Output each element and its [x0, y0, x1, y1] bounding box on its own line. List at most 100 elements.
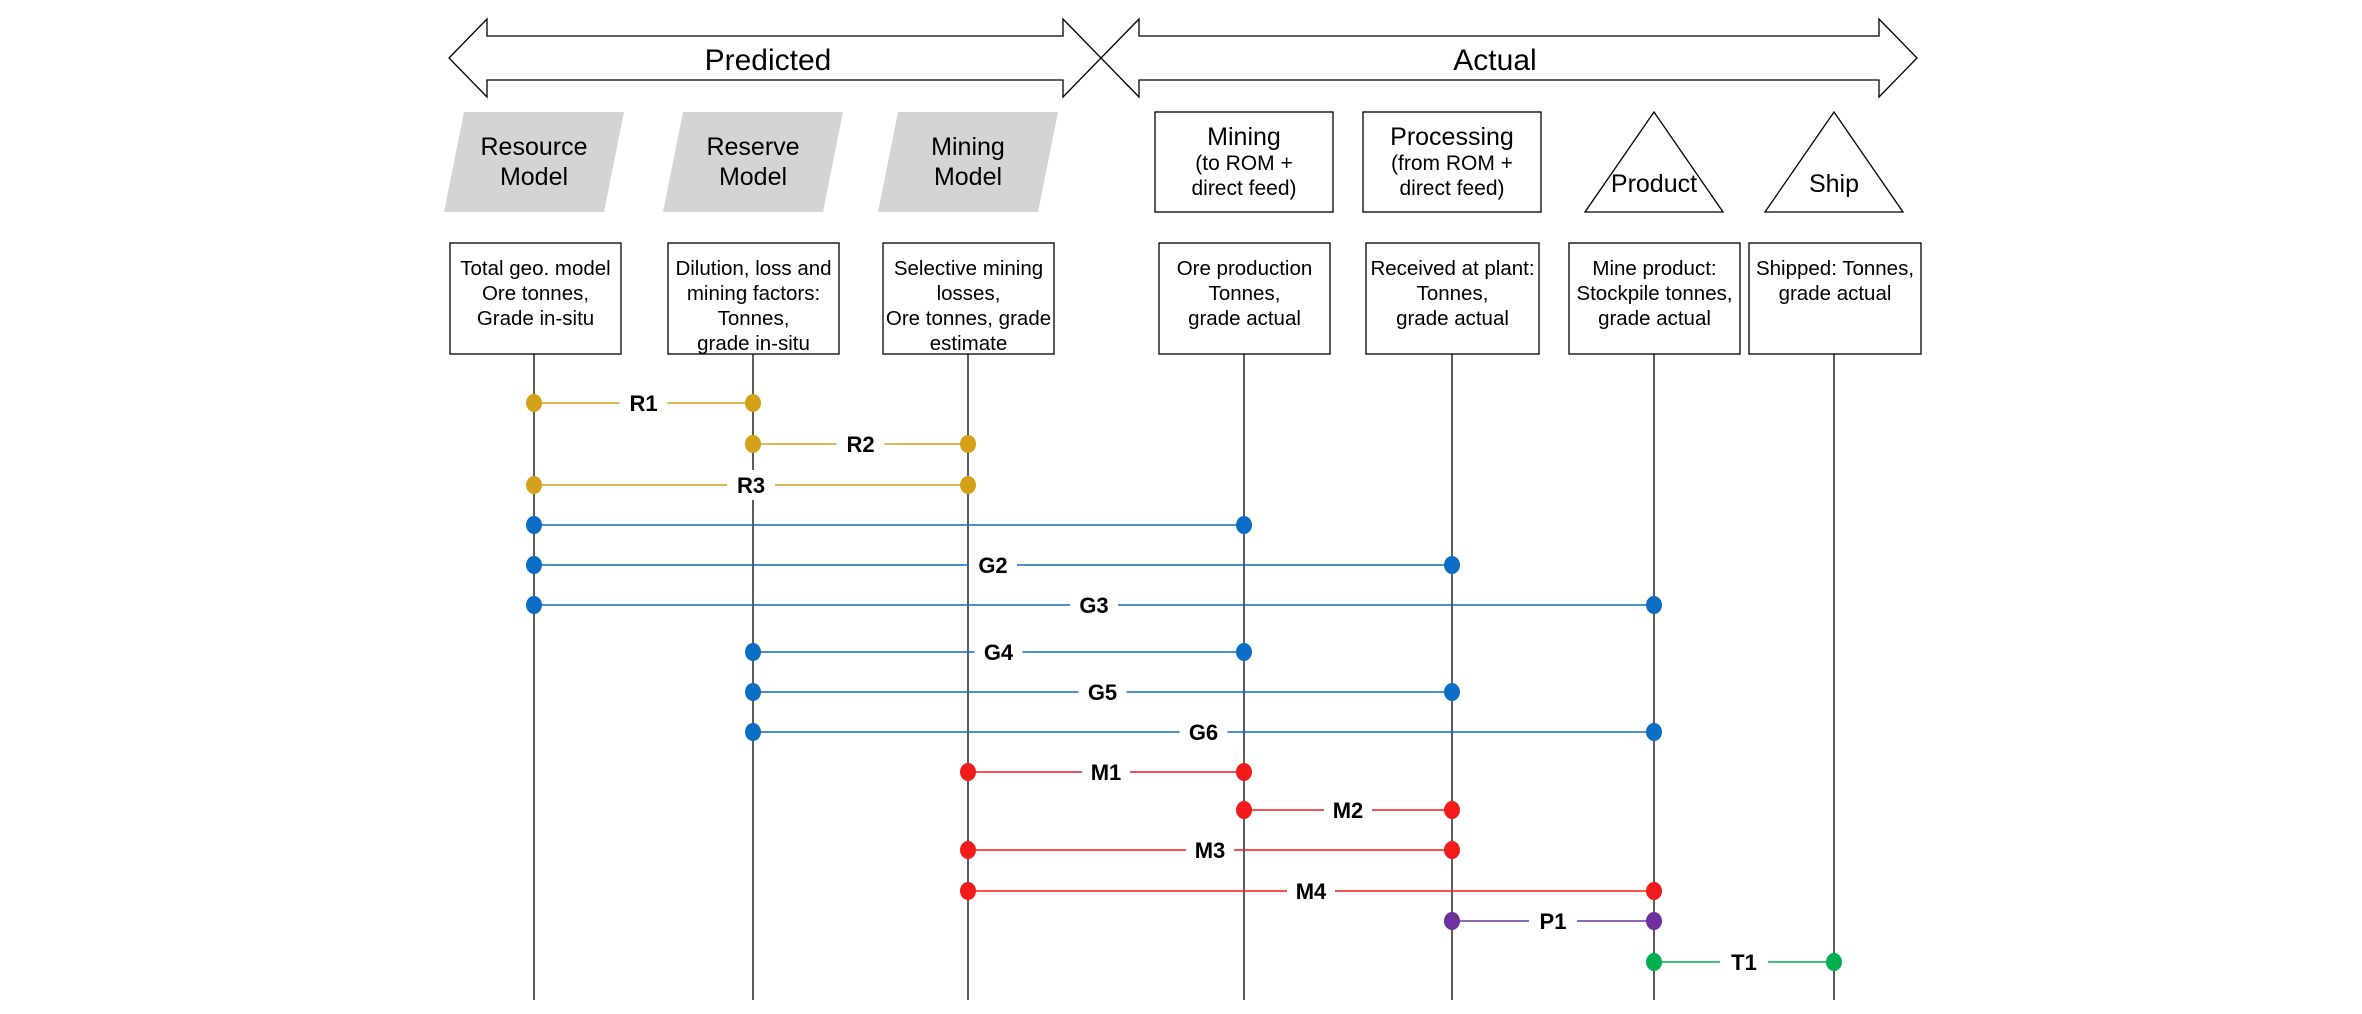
resource-model-shape: [444, 112, 624, 212]
stage-headers: ResourceModelReserveModelMiningModelMini…: [444, 110, 1905, 213]
resource-description-box: [449, 242, 622, 355]
link-start-dot: [1444, 912, 1460, 930]
mining-model-description-line: Selective mining: [894, 257, 1043, 280]
mining-model-model-shape: [878, 112, 1058, 212]
mining-header-text: Mining: [1207, 123, 1281, 151]
mining-header-text: direct feed): [1191, 177, 1296, 200]
link-label: G4: [984, 640, 1014, 665]
link-label-bg: [619, 388, 668, 418]
ship-description-line: Shipped: Tonnes,: [1756, 257, 1914, 280]
link-label-bg: [1082, 757, 1130, 787]
link-label-bg: [1287, 876, 1335, 906]
link-end-dot: [1646, 882, 1662, 900]
processing-header-text: direct feed): [1399, 177, 1504, 200]
link-label: M1: [1091, 760, 1122, 785]
actual-label: Actual: [1453, 44, 1536, 77]
link-end-dot: [745, 394, 761, 412]
processing-description-line: grade actual: [1396, 307, 1509, 330]
link-label: G3: [1079, 593, 1108, 618]
phase-arrows: Predicted Actual: [448, 17, 1918, 99]
link-label: T1: [1731, 950, 1757, 975]
mining-description-line: grade actual: [1188, 307, 1301, 330]
link-label-bg: [727, 470, 775, 500]
product-stage-triangle: [1583, 110, 1725, 213]
link-end-dot: [1444, 841, 1460, 859]
reserve-description-box: [667, 242, 840, 355]
actual-double-arrow: [1100, 17, 1918, 99]
link-label: M2: [1333, 798, 1364, 823]
link-end-dot: [1236, 643, 1252, 661]
link-label-bg: [974, 637, 1023, 667]
link-end-dot: [1444, 801, 1460, 819]
link-g6: G6: [745, 717, 1662, 747]
resource-description-line: Ore tonnes,: [482, 282, 589, 305]
link-end-dot: [1444, 556, 1460, 574]
resource-header-text: Model: [500, 163, 568, 191]
product-description-line: grade actual: [1598, 307, 1711, 330]
processing-header-text: (from ROM +: [1391, 152, 1513, 175]
link-label-bg: [1324, 795, 1372, 825]
mining-model-description-line: losses,: [937, 282, 1001, 305]
product-header-text: Product: [1611, 170, 1697, 198]
link-start-dot: [526, 394, 542, 412]
link-label: M3: [1195, 838, 1226, 863]
link-end-dot: [1826, 953, 1842, 971]
reserve-description-line: mining factors:: [687, 282, 820, 305]
link-label-bg: [1179, 717, 1228, 747]
product-description-box: [1568, 242, 1741, 355]
mining-description-line: Ore production: [1177, 257, 1313, 280]
reserve-description-line: Dilution, loss and: [675, 257, 831, 280]
resource-description-line: Grade in-situ: [477, 307, 594, 330]
link-r1: R1: [526, 388, 761, 418]
link-g5: G5: [745, 677, 1460, 707]
processing-stage-box: [1362, 111, 1542, 213]
link-label-bg: [969, 550, 1017, 580]
link-g2: G2: [526, 550, 1460, 580]
reserve-model-shape: [663, 112, 843, 212]
mining-description-box: [1158, 242, 1331, 355]
link-end-dot: [1444, 683, 1460, 701]
processing-description-line: Received at plant:: [1370, 257, 1534, 280]
link-label: P1: [1540, 909, 1567, 934]
link-label: R2: [846, 432, 874, 457]
link-r3: R3: [526, 470, 976, 500]
reserve-header-text: Reserve: [706, 133, 799, 161]
link-start-dot: [745, 723, 761, 741]
link-start-dot: [526, 596, 542, 614]
link-t1: T1: [1646, 947, 1842, 977]
link-end-dot: [960, 435, 976, 453]
link-p1: P1: [1444, 906, 1662, 936]
link-label: R3: [737, 473, 765, 498]
link-start-dot: [745, 435, 761, 453]
link-end-dot: [1646, 912, 1662, 930]
link-g3: G3: [526, 590, 1662, 620]
resource-header-text: Resource: [481, 133, 588, 161]
mining-model-header-text: Mining: [931, 133, 1005, 161]
link-m3: M3: [960, 835, 1460, 865]
predicted-label: Predicted: [705, 44, 832, 77]
link-m1: M1: [960, 757, 1252, 787]
mining-stage-box: [1154, 111, 1334, 213]
ship-stage-triangle: [1763, 110, 1905, 213]
link-end-dot: [1646, 723, 1662, 741]
ship-description-box: [1748, 242, 1922, 355]
processing-description-box: [1365, 242, 1540, 355]
link-start-dot: [1646, 953, 1662, 971]
link-end-dot: [1646, 596, 1662, 614]
link-label-bg: [1529, 906, 1577, 936]
link-r2: R2: [745, 429, 976, 459]
link-end-dot: [1236, 763, 1252, 781]
mining-model-description-line: estimate: [930, 332, 1007, 355]
reserve-header-text: Model: [719, 163, 787, 191]
link-start-dot: [526, 516, 542, 534]
link-label-bg: [1720, 947, 1768, 977]
link-label-bg: [836, 429, 885, 459]
product-description-line: Stockpile tonnes,: [1576, 282, 1732, 305]
mining-header-text: (to ROM +: [1195, 152, 1292, 175]
mining-model-description-box: [882, 242, 1055, 355]
link-label: G5: [1088, 680, 1117, 705]
resource-description-line: Total geo. model: [460, 257, 610, 280]
link-m2: M2: [1236, 795, 1460, 825]
